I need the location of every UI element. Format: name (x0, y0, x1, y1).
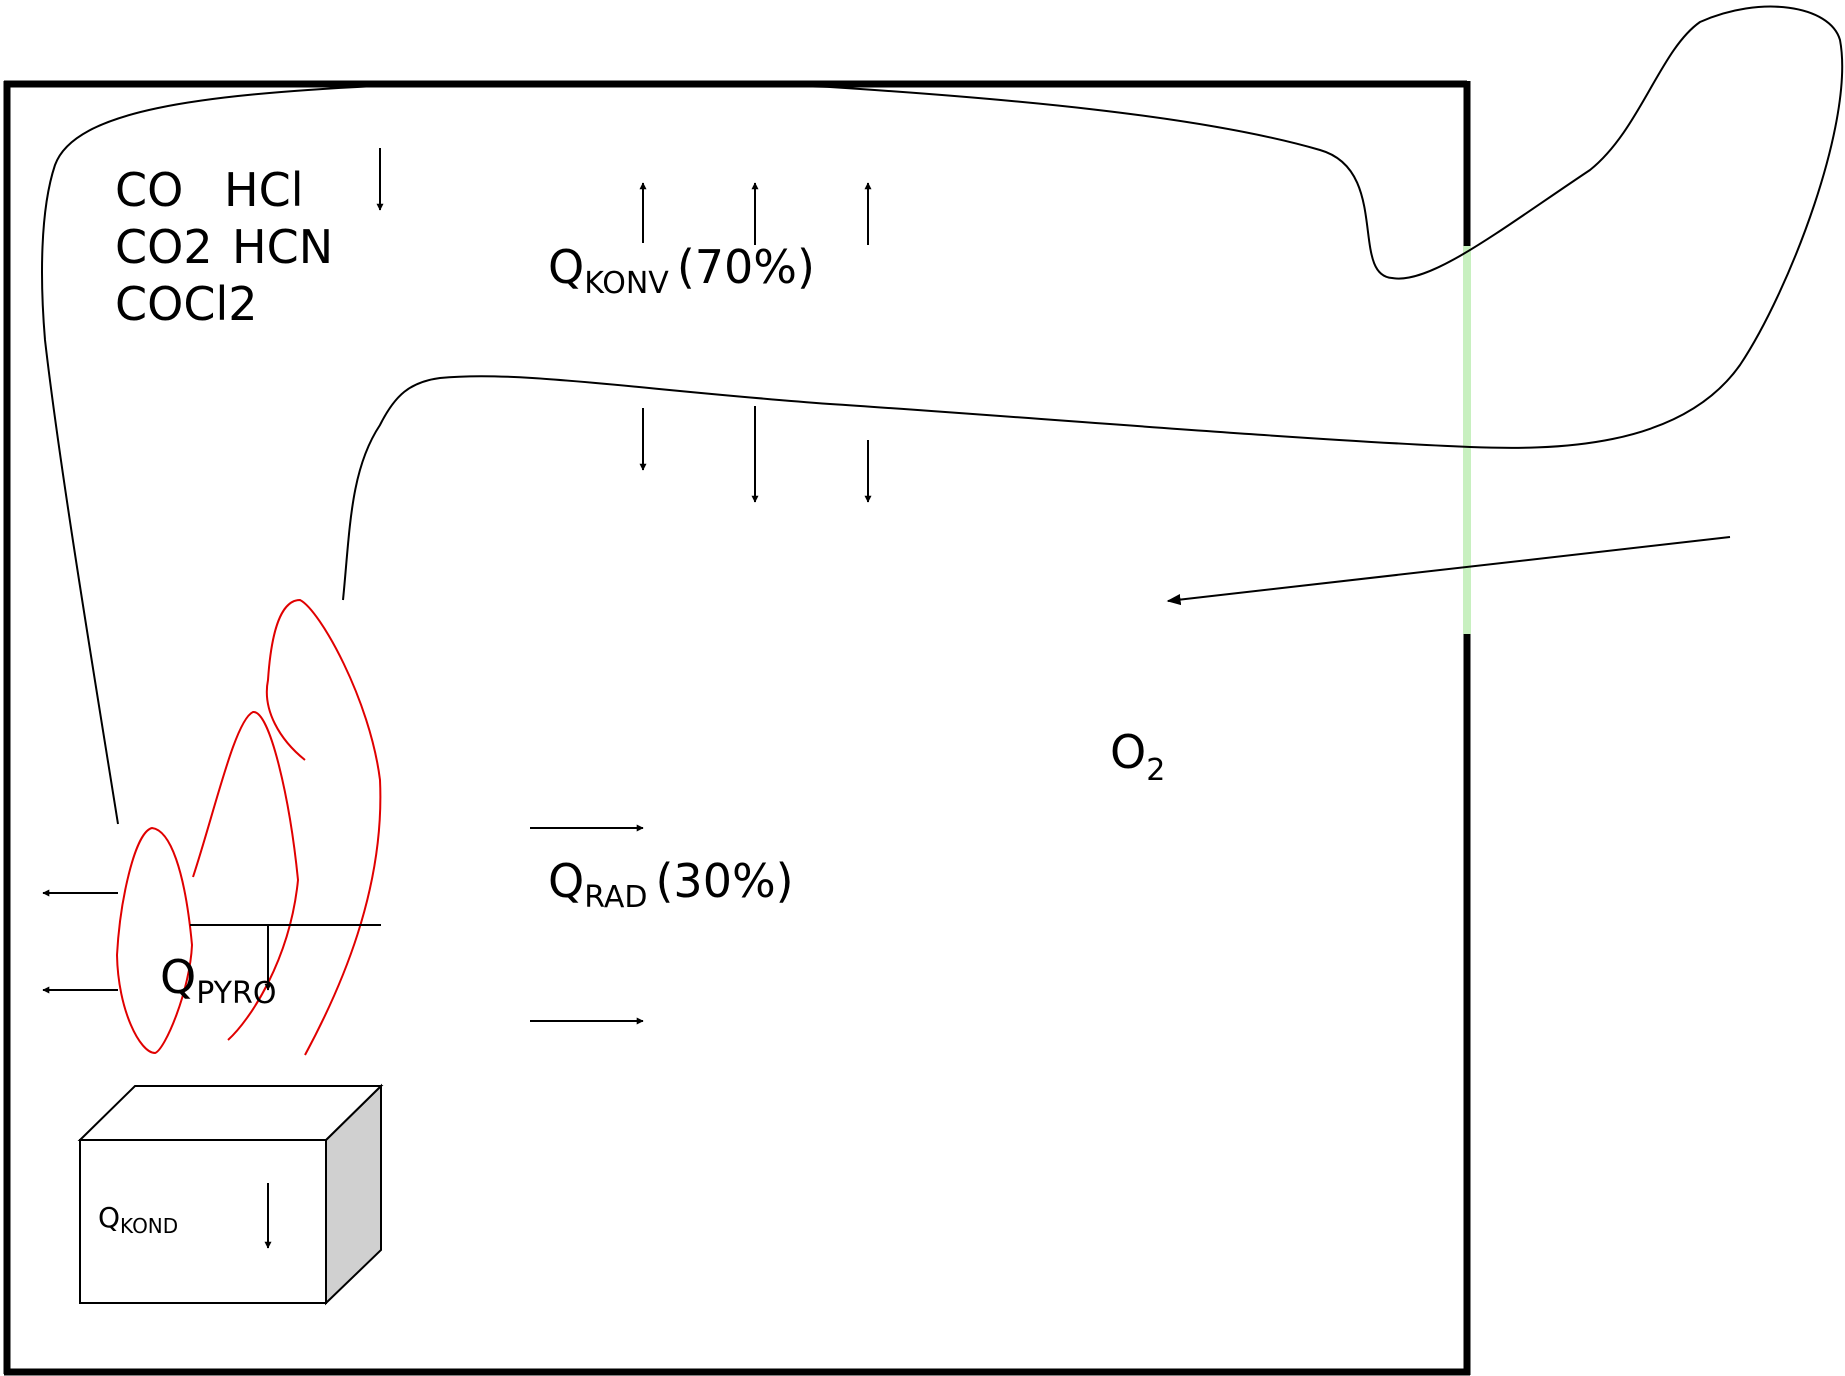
convection-share: (70%) (677, 240, 815, 294)
fuel-box-front (79, 1139, 327, 1304)
smoke-layer-outline (41, 5, 1844, 825)
conduction-subscript: KOND (120, 1214, 178, 1238)
gas-cocl2: COCl2 (115, 277, 258, 331)
oxygen-symbol: O (1110, 725, 1146, 779)
gas-co: CO (115, 163, 183, 217)
conduction-symbol: Q (98, 1201, 120, 1234)
flame-left (115, 826, 194, 1055)
pyrolysis-symbol: Q (160, 950, 196, 1004)
convection-up-arrows (639, 182, 872, 245)
pyrolysis-label: QPYRO (160, 950, 276, 1011)
oxygen-inflow-arrow (1166, 536, 1731, 606)
gas-hcn: HCN (232, 220, 333, 274)
convection-symbol: Q (548, 240, 584, 294)
conduction-label: QKOND (98, 1201, 178, 1238)
gas-labels: CO HCl CO2 HCN COCl2 (115, 163, 333, 331)
oxygen-subscript: 2 (1146, 753, 1165, 788)
window-opening (1463, 246, 1471, 634)
convection-subscript: KONV (584, 266, 669, 301)
pyrolysis-subscript: PYRO (196, 976, 276, 1011)
radiation-arrows (530, 824, 644, 1025)
convection-label: QKONV(70%) (548, 240, 815, 301)
pyrolysis-marks (190, 924, 381, 991)
flame-right (265, 598, 382, 1056)
radiation-share: (30%) (655, 854, 793, 908)
radiation-label: QRAD(30%) (548, 854, 794, 915)
convection-down-arrows (376, 148, 872, 503)
fuel-box (77, 1083, 384, 1306)
left-arrows (42, 889, 118, 994)
radiation-symbol: Q (548, 854, 584, 908)
radiation-subscript: RAD (584, 880, 647, 915)
oxygen-label: O2 (1110, 725, 1165, 788)
gas-co2: CO2 (115, 220, 213, 274)
gas-hcl: HCl (224, 163, 304, 217)
